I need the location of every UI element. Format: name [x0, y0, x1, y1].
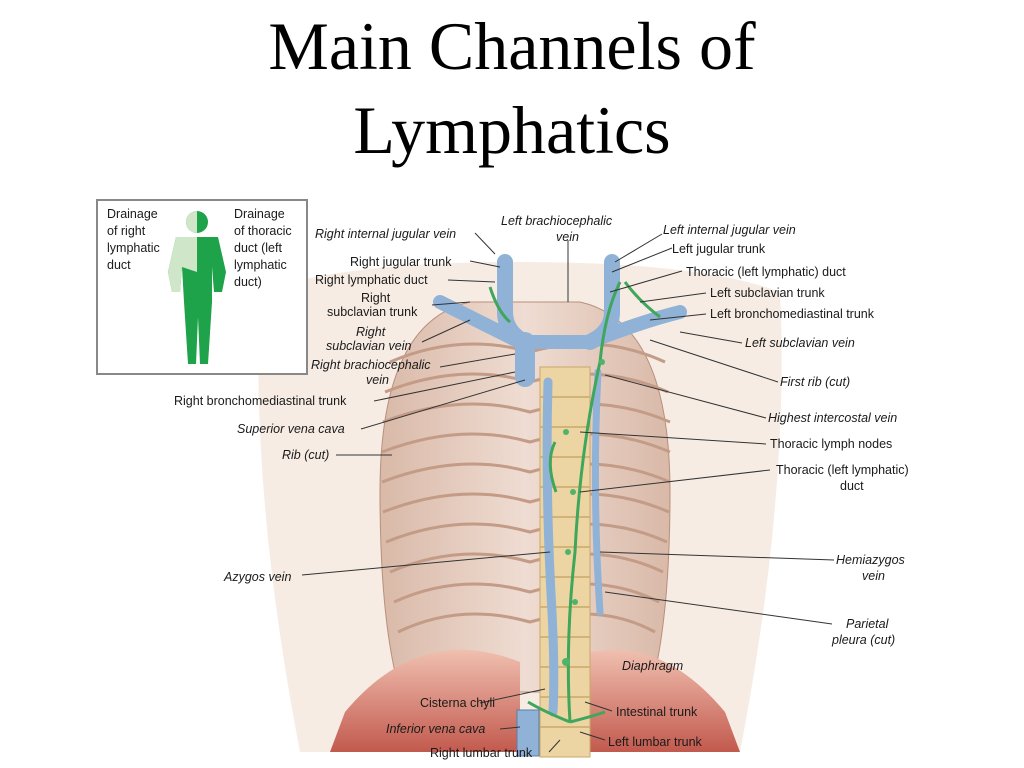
label-hemiazygos-vein-2: vein — [862, 569, 885, 583]
label-inferior-vena-cava: Inferior vena cava — [386, 722, 485, 736]
inset-figure — [168, 211, 226, 364]
label-right-subclavian-trunk-1: Right — [361, 291, 391, 305]
label-left-bronchomediastinal-trunk: Left bronchomediastinal trunk — [710, 307, 875, 321]
inset-right-line-4: lymphatic — [234, 258, 287, 272]
label-left-internal-jugular-vein: Left internal jugular vein — [663, 223, 796, 237]
label-left-subclavian-trunk: Left subclavian trunk — [710, 286, 825, 300]
label-azygos-vein: Azygos vein — [223, 570, 291, 584]
lymph-nodes — [562, 359, 605, 666]
label-right-lymphatic-duct: Right lymphatic duct — [315, 273, 428, 287]
label-first-rib: First rib (cut) — [780, 375, 850, 389]
inset-left-line-3: lymphatic — [107, 241, 160, 255]
label-thoracic-duct-mid-2: duct — [840, 479, 864, 493]
label-thoracic-lymph-nodes: Thoracic lymph nodes — [770, 437, 892, 451]
label-rib-cut: Rib (cut) — [282, 448, 329, 462]
diaphragm-left — [330, 649, 520, 752]
inferior-vena-cava — [516, 709, 540, 757]
inset-left-line-1: Drainage — [107, 207, 158, 221]
inset-right-line-3: duct (left — [234, 241, 282, 255]
label-thoracic-duct-mid-1: Thoracic (left lymphatic) — [776, 463, 909, 477]
label-right-subclavian-vein-2: subclavian vein — [326, 339, 412, 353]
label-left-brachiocephalic-vein-1: Left brachiocephalic — [501, 214, 613, 228]
label-cisterna-chyli: Cisterna chyli — [420, 696, 495, 710]
label-left-subclavian-vein: Left subclavian vein — [745, 336, 855, 350]
inset-right-line-2: of thoracic — [234, 224, 292, 238]
label-highest-intercostal-vein: Highest intercostal vein — [768, 411, 897, 425]
drainage-inset: Drainage of right lymphatic duct Drainag… — [96, 199, 308, 375]
label-right-lumbar-trunk: Right lumbar trunk — [430, 746, 533, 760]
lymphatics-illustration: Drainage of right lymphatic duct Drainag… — [0, 192, 1024, 768]
label-hemiazygos-vein-1: Hemiazygos — [836, 553, 905, 567]
label-left-brachiocephalic-vein-2: vein — [556, 230, 579, 244]
label-parietal-pleura-1: Parietal — [846, 617, 890, 631]
leader-lines — [301, 232, 835, 753]
label-right-bronchomediastinal-trunk: Right bronchomediastinal trunk — [174, 394, 347, 408]
label-right-brachiocephalic-vein-1: Right brachiocephalic — [311, 358, 431, 372]
label-left-lumbar-trunk: Left lumbar trunk — [608, 735, 703, 749]
label-diaphragm: Diaphragm — [622, 659, 683, 673]
label-right-subclavian-trunk-2: subclavian trunk — [327, 305, 418, 319]
label-thoracic-duct-top: Thoracic (left lymphatic) duct — [686, 265, 846, 279]
label-right-internal-jugular-vein: Right internal jugular vein — [315, 227, 456, 241]
inset-right-line-5: duct) — [234, 275, 262, 289]
label-left-jugular-trunk: Left jugular trunk — [672, 242, 766, 256]
label-intestinal-trunk: Intestinal trunk — [616, 705, 698, 719]
veins — [433, 254, 687, 717]
inset-left-line-4: duct — [107, 258, 131, 272]
diaphragm-right — [560, 649, 740, 752]
ribs — [381, 342, 671, 634]
title-line-1: Main Channels of — [268, 8, 756, 84]
label-superior-vena-cava: Superior vena cava — [237, 422, 345, 436]
label-right-brachiocephalic-vein-2: vein — [366, 373, 389, 387]
slide-title: Main Channels of Lymphatics — [0, 4, 1024, 172]
anatomy-diagram: Drainage of right lymphatic duct Drainag… — [96, 199, 909, 760]
label-parietal-pleura-2: pleura (cut) — [831, 633, 895, 647]
label-right-jugular-trunk: Right jugular trunk — [350, 255, 452, 269]
inset-left-line-2: of right — [107, 224, 146, 238]
lymph-vessels — [488, 281, 661, 724]
title-line-2: Lymphatics — [353, 92, 671, 168]
label-right-subclavian-vein-1: Right — [356, 325, 386, 339]
inset-right-line-1: Drainage — [234, 207, 285, 221]
